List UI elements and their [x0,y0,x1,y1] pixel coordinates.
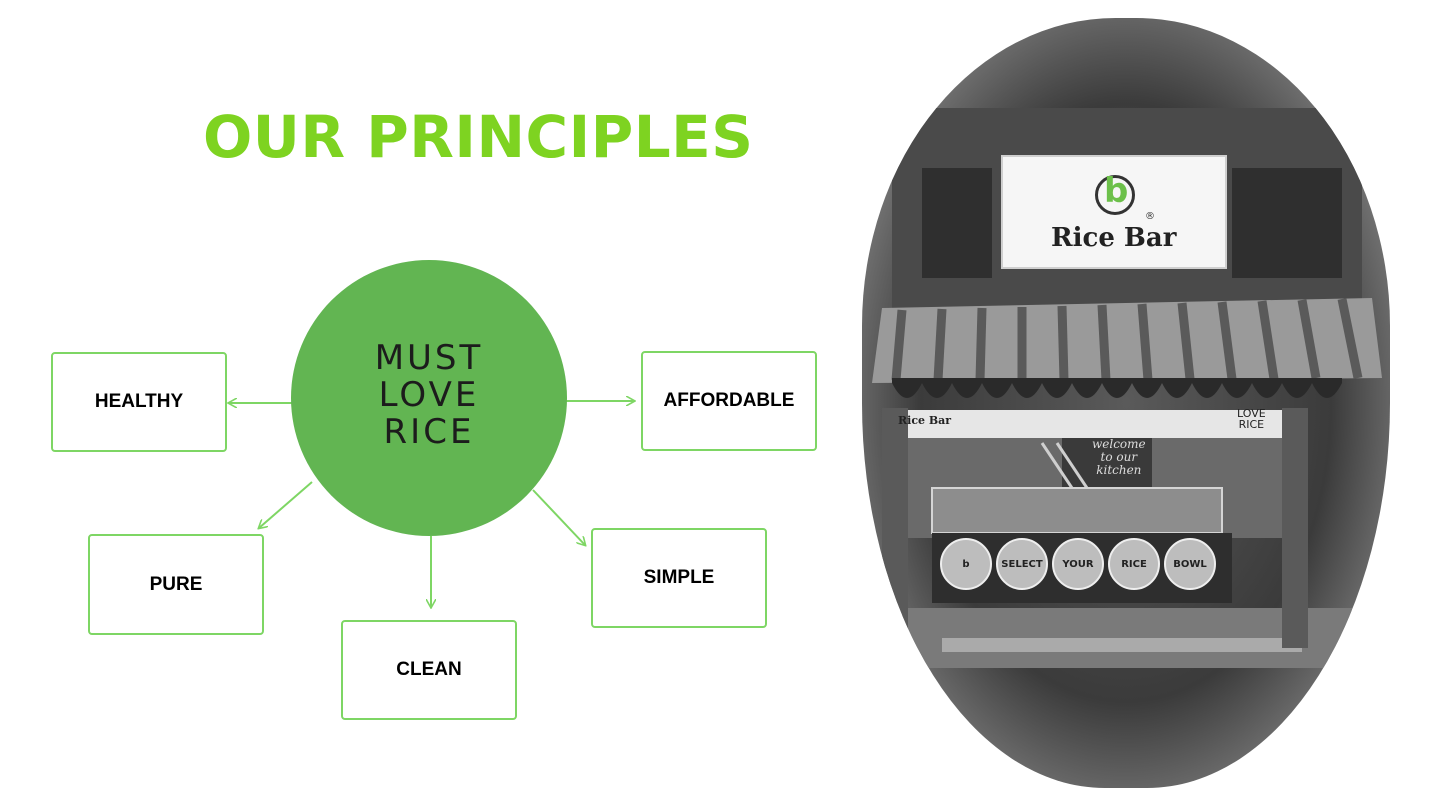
kitchen-wall-text: welcome to our kitchen [1092,438,1146,477]
principle-label-simple: SIMPLE [643,567,715,588]
menu-strip-love-rice: LOVE RICE [1237,408,1266,430]
must-love-rice-hub: MUST LOVE RICE [291,260,567,536]
registered-mark: ® [1145,211,1155,222]
arrow-to-simple [532,489,585,545]
principle-box-healthy: HEALTHY [51,352,227,452]
must-love-rice-logo: MUST LOVE RICE [375,341,484,452]
wall-text-line-3: kitchen [1096,463,1142,477]
wall-text-line-1: welcome [1092,437,1146,451]
logo-line-rice: RICE [383,411,475,452]
principle-label-healthy: HEALTHY [94,391,184,412]
counter-disc-bowl: BOWL [1164,538,1216,590]
principle-box-affordable: AFFORDABLE [641,351,817,451]
menu-strip-love: LOVE [1237,407,1266,420]
store-sign-brand: Rice Bar [1051,223,1177,253]
principle-label-pure: PURE [149,573,203,595]
menu-strip-rice: RICE [1238,418,1265,431]
store-sign: b ® Rice Bar [1001,155,1227,269]
counter-disc-rice: RICE [1108,538,1160,590]
counter-logo-disc: b [940,538,992,590]
counter-disc-your: YOUR [1052,538,1104,590]
storefront-sketch [872,108,1382,668]
principle-box-clean: CLEAN [341,620,517,720]
rice-bar-logo-letter: b [1104,171,1129,211]
menu-strip-logo: Rice Bar [898,414,952,427]
principle-label-affordable: AFFORDABLE [663,390,795,411]
principle-label-clean: CLEAN [396,659,462,680]
wall-text-line-2: to our [1100,450,1138,464]
rice-bar-storefront-photo: b ® Rice Bar Rice Bar LOVE RICE welcome … [862,18,1390,788]
logo-line-must: MUST [374,337,484,378]
page-title: OUR PRINCIPLES [203,103,754,171]
arrow-to-pure [259,481,313,528]
principle-box-pure: PURE [88,534,264,635]
rice-bar-logo-mark [1095,175,1135,215]
principle-box-simple: SIMPLE [591,528,767,628]
counter-disc-select: SELECT [996,538,1048,590]
logo-line-love: LOVE [378,374,480,415]
